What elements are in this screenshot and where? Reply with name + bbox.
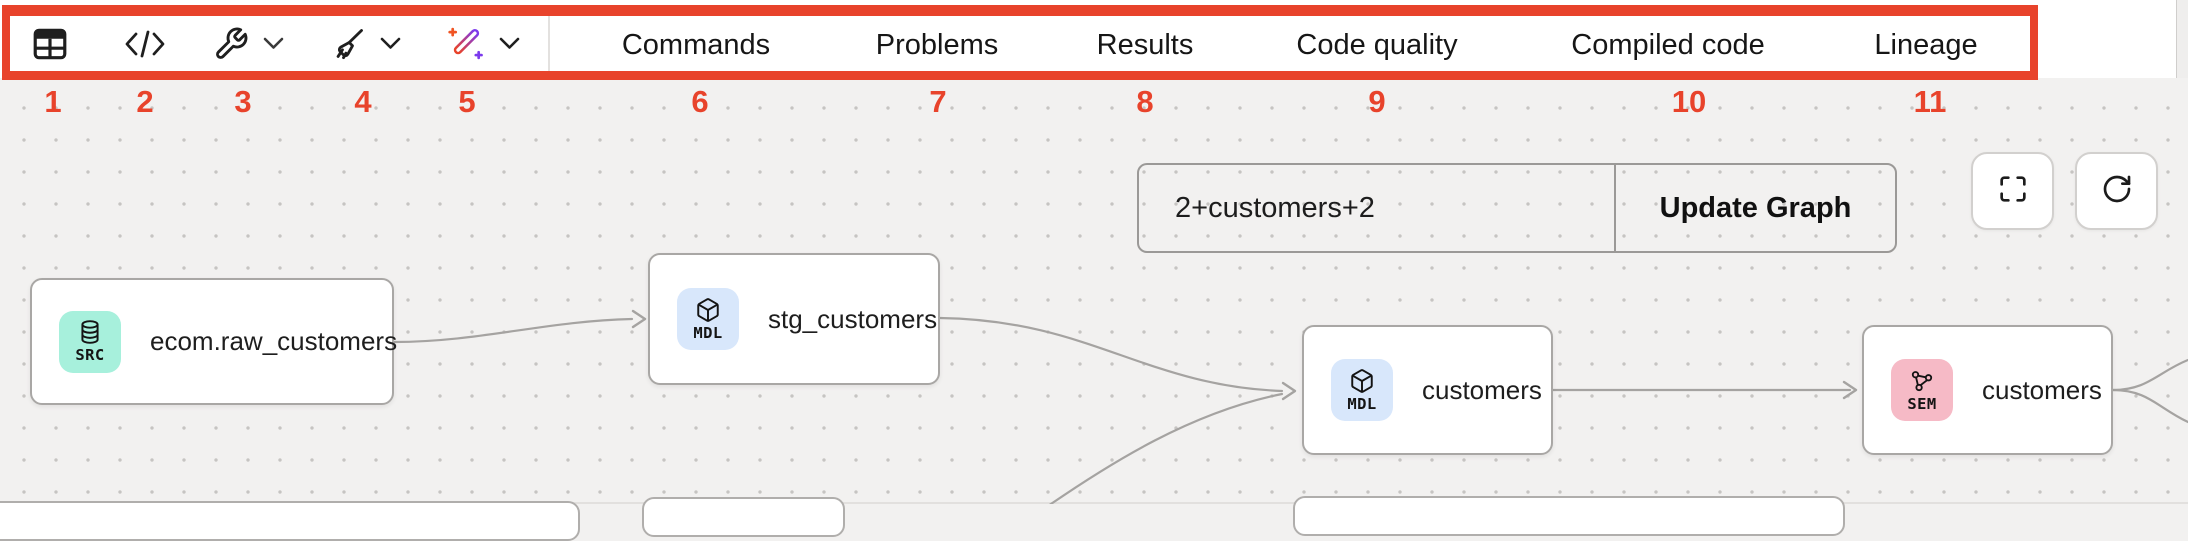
database-icon <box>77 319 103 345</box>
node-kind-label: MDL <box>693 324 722 342</box>
editor-toolbar <box>0 0 2176 78</box>
wrench-icon <box>213 26 249 65</box>
node-title: customers <box>1982 375 2102 406</box>
tab-lineage[interactable]: Lineage <box>1874 27 1977 63</box>
chevron-down-icon <box>263 37 284 53</box>
node-kind-label: SEM <box>1907 395 1936 413</box>
magic-wand-button[interactable] <box>447 22 520 68</box>
node-kind-badge: SRC <box>59 311 121 373</box>
refresh-icon <box>2101 173 2133 210</box>
node-kind-badge: SEM <box>1891 359 1953 421</box>
node-title: customers <box>1422 375 1542 406</box>
fullscreen-icon <box>1997 173 2029 210</box>
partial-node[interactable] <box>1293 496 1845 536</box>
partial-node[interactable] <box>0 501 580 541</box>
broom-button[interactable] <box>330 22 401 68</box>
node-title: ecom.raw_customers <box>150 326 397 357</box>
code-icon <box>124 29 166 62</box>
chevron-down-icon <box>380 37 401 53</box>
node-kind-label: MDL <box>1347 395 1376 413</box>
tab-commands[interactable]: Commands <box>622 27 770 63</box>
node-kind-badge: MDL <box>1331 359 1393 421</box>
update-graph-button[interactable]: Update Graph <box>1616 165 1895 251</box>
partial-node[interactable] <box>642 497 845 537</box>
semantic-graph-icon <box>1909 368 1935 394</box>
lineage-node-stg-customers[interactable]: MDL stg_customers <box>648 253 940 385</box>
tab-results[interactable]: Results <box>1097 27 1194 63</box>
fullscreen-button[interactable] <box>1971 152 2054 230</box>
panel-right-edge <box>2176 0 2188 78</box>
magic-wand-icon <box>447 25 485 66</box>
cube-icon <box>695 297 721 323</box>
broom-icon <box>330 26 366 65</box>
graph-filter-input[interactable] <box>1139 165 1614 251</box>
toolbar-divider <box>548 16 550 71</box>
lineage-node-customers-mdl[interactable]: MDL customers <box>1302 325 1553 455</box>
node-title: stg_customers <box>768 304 937 335</box>
code-button[interactable] <box>124 22 166 68</box>
refresh-button[interactable] <box>2075 152 2158 230</box>
chevron-down-icon <box>499 37 520 53</box>
lineage-node-customers-sem[interactable]: SEM customers <box>1862 325 2113 455</box>
table-icon <box>31 25 69 66</box>
tab-compiled-code[interactable]: Compiled code <box>1571 27 1764 63</box>
wrench-button[interactable] <box>213 22 284 68</box>
graph-filter-group: Update Graph <box>1137 163 1897 253</box>
node-kind-badge: MDL <box>677 288 739 350</box>
tab-problems[interactable]: Problems <box>876 27 999 63</box>
node-kind-label: SRC <box>75 346 104 364</box>
cube-icon <box>1349 368 1375 394</box>
table-button[interactable] <box>31 22 69 68</box>
tab-code-quality[interactable]: Code quality <box>1296 27 1457 63</box>
lineage-node-raw-customers[interactable]: SRC ecom.raw_customers <box>30 278 394 405</box>
